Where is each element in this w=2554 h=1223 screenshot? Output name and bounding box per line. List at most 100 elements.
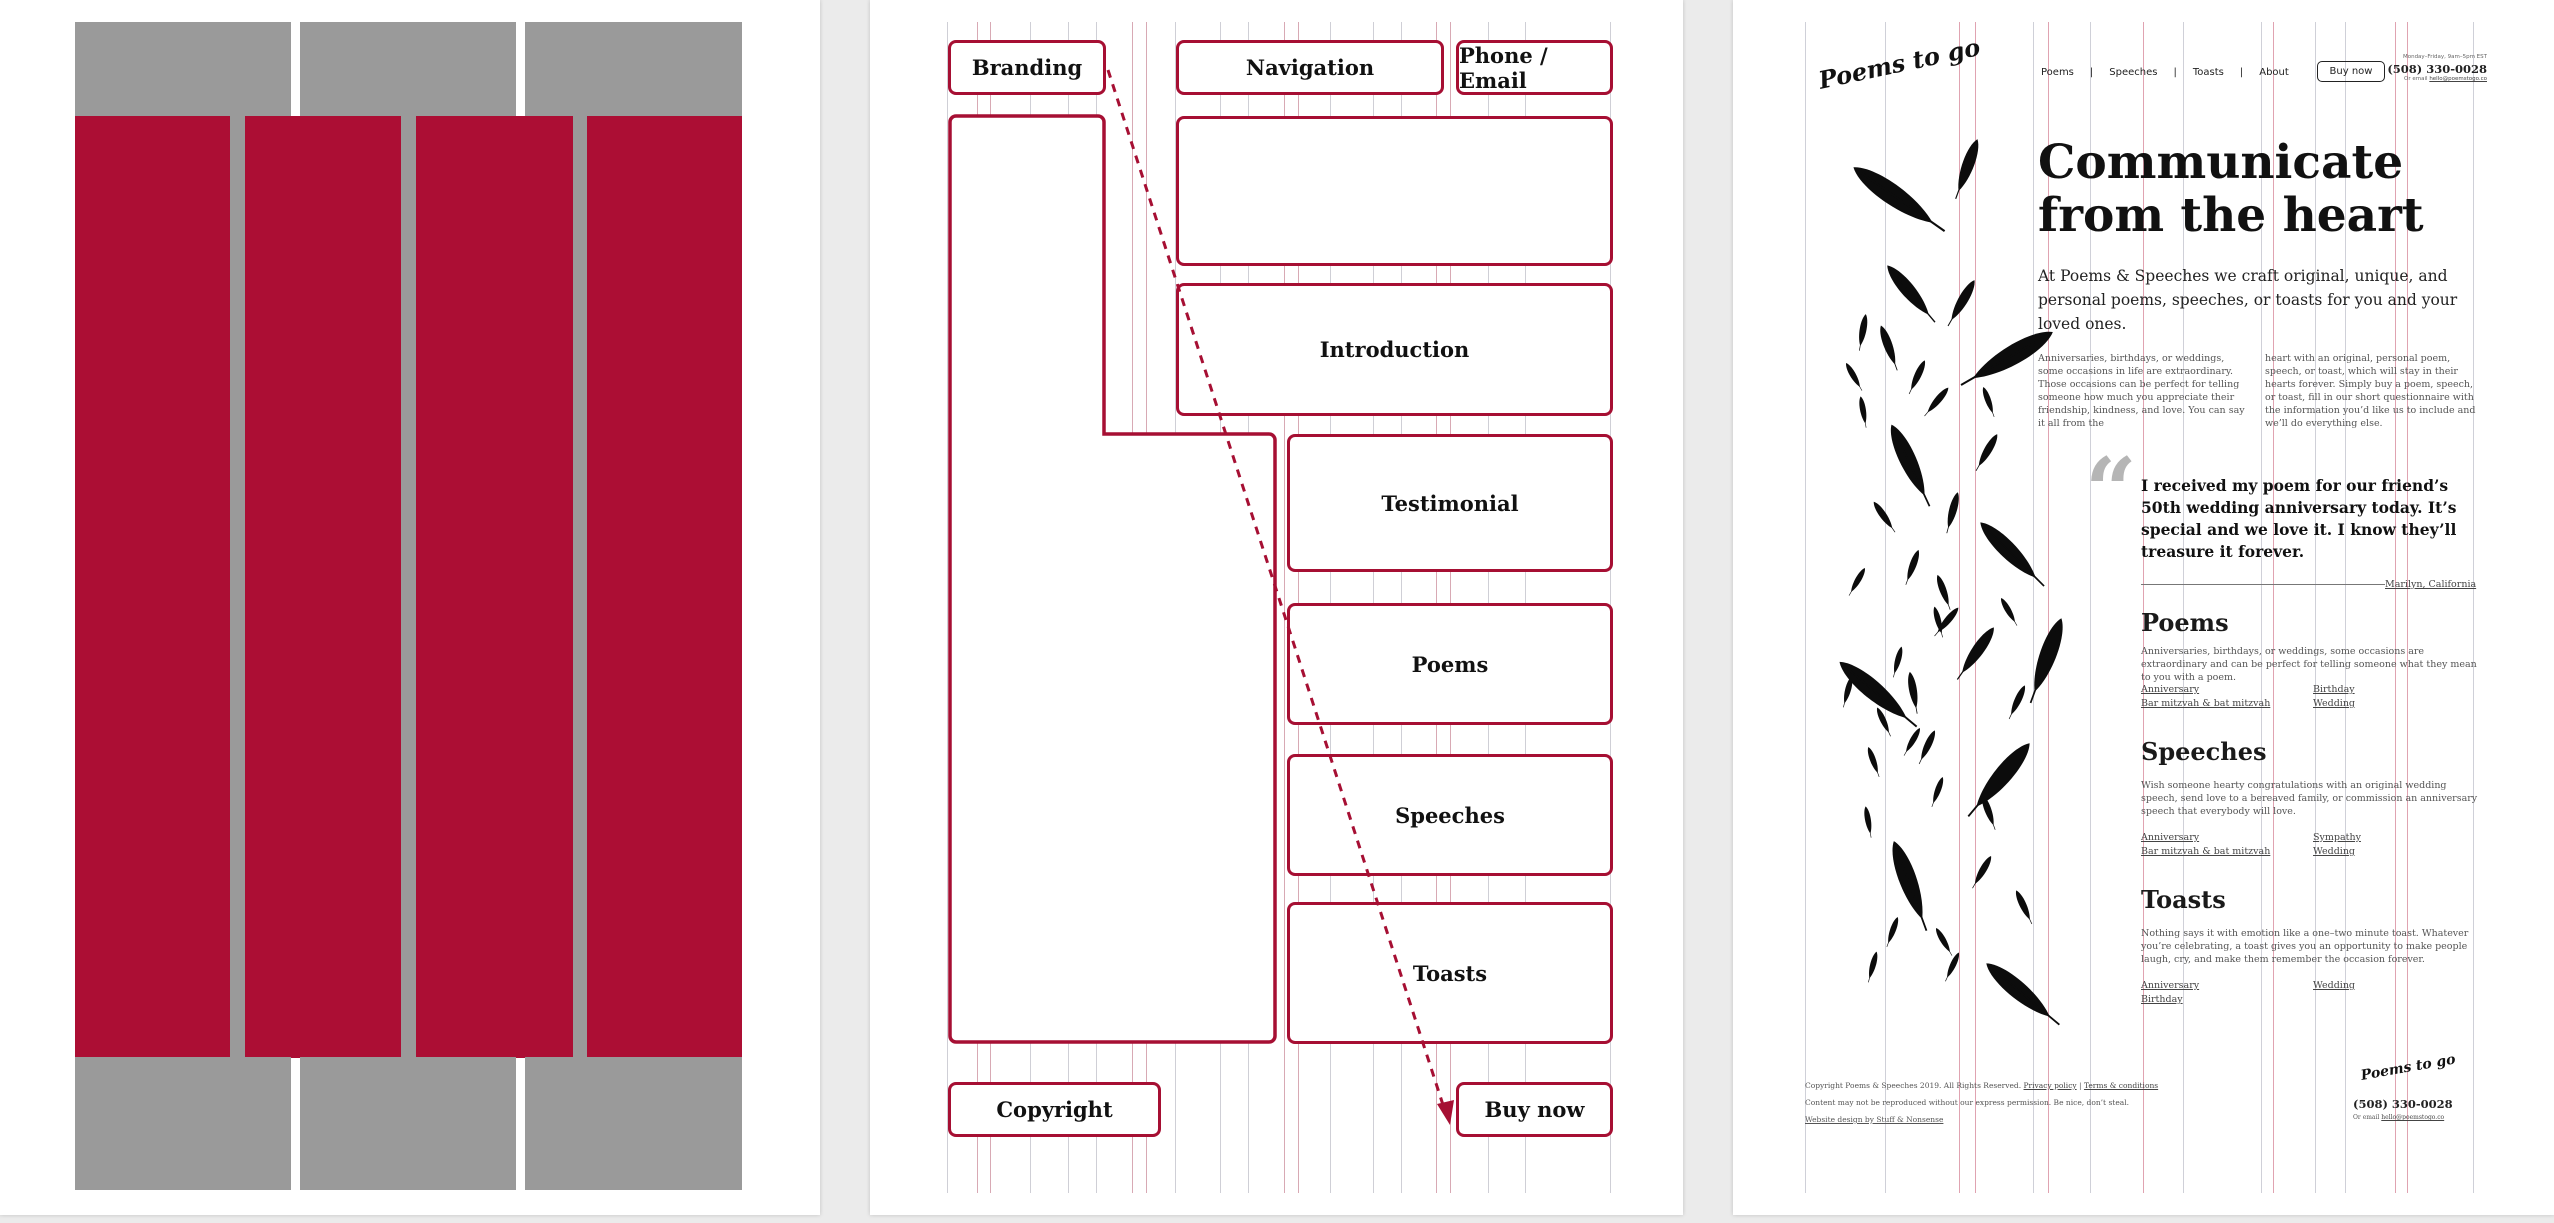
buy-now-button[interactable]: Buy now <box>2317 61 2385 82</box>
nav-item-poems[interactable]: Poems <box>2041 67 2074 78</box>
testimonial-label: Testimonial <box>1381 490 1519 516</box>
feather-icon <box>1933 926 1953 956</box>
feather-icon <box>1930 776 1946 808</box>
intro-column-1: Anniversaries, birthdays, or weddings, s… <box>2038 353 2245 429</box>
hero-title: Communicate from the heart <box>2038 136 2424 242</box>
feather-icon <box>1876 324 1900 371</box>
arrow-icon <box>1106 69 1454 1125</box>
toasts-link[interactable]: Wedding <box>2313 980 2356 991</box>
grid-bottom-block-2 <box>300 1057 516 1190</box>
nav-item-about[interactable]: About <box>2259 67 2289 78</box>
privacy-policy-link[interactable]: Privacy policy <box>2023 1081 2077 1090</box>
nav-item-toasts[interactable]: Toasts <box>2192 67 2224 78</box>
buy-now-label: Buy now <box>1484 1097 1585 1122</box>
poems-text: Anniversaries, birthdays, or weddings, s… <box>2141 646 2477 683</box>
header-contact: Monday–Friday, 9am–5pm EST (508) 330-002… <box>2375 54 2487 82</box>
intro-column-2: heart with an original, personal poem, s… <box>2265 353 2476 429</box>
toasts-link[interactable]: Anniversary <box>2141 980 2200 991</box>
feather-icon <box>1905 671 1921 714</box>
grid-column-4 <box>587 116 742 1058</box>
guide-line <box>1885 22 1886 1193</box>
nav-item-speeches[interactable]: Speeches <box>2109 67 2158 78</box>
feather-icon <box>1956 624 1999 680</box>
speeches-label: Speeches <box>1395 802 1505 828</box>
design-credit-link[interactable]: Website design by Stuff & Nonsense <box>1805 1115 1944 1124</box>
speeches-link[interactable]: Bar mitzvah & bat mitzvah <box>2141 846 2271 857</box>
hero-title-line-2: from the heart <box>2038 188 2424 243</box>
guide-line <box>947 22 948 1193</box>
feather-icon <box>2008 683 2028 720</box>
hero-lead: At Poems & Speeches we craft original, u… <box>2038 267 2458 333</box>
terms-link[interactable]: Terms & conditions <box>2083 1081 2159 1090</box>
wireframe-panel: Branding Navigation Phone / Email Introd… <box>870 0 1683 1215</box>
guide-line <box>2048 22 2049 1193</box>
main-nav: Poems | Speeches | Toasts | About <box>2041 67 2289 78</box>
feather-icon <box>1841 675 1855 708</box>
branding-label: Branding <box>971 55 1083 80</box>
nav-separator: | <box>2089 67 2094 78</box>
grid-column-1 <box>75 116 230 1058</box>
footer-email-link[interactable]: hello@poemstogo.co <box>2381 1114 2445 1121</box>
feather-icon <box>1931 605 1945 638</box>
feather-icon <box>1979 793 1997 830</box>
feather-icon <box>1934 573 1952 610</box>
feather-icon <box>1908 358 1928 395</box>
speeches-link[interactable]: Wedding <box>2313 846 2356 857</box>
feather-icon <box>2013 888 2033 925</box>
header-phone[interactable]: (508) 330-0028 <box>2387 62 2487 76</box>
guide-line <box>2395 22 2396 1193</box>
poems-link[interactable]: Wedding <box>2313 698 2356 709</box>
testimonial-box: Testimonial <box>1287 434 1613 572</box>
introduction-box: Introduction <box>1176 283 1613 416</box>
guide-line <box>2273 22 2274 1193</box>
header-email-link[interactable]: hello@poemstogo.co <box>2429 76 2487 82</box>
toasts-text: Nothing says it with emotion like a one–… <box>2141 928 2469 965</box>
footer-phone[interactable]: (508) 330-0028 <box>2353 1097 2453 1111</box>
feather-icon <box>1866 950 1880 983</box>
navigation-box: Navigation <box>1176 40 1444 95</box>
grid-bottom-block-1 <box>75 1057 291 1190</box>
nav-separator: | <box>2239 67 2244 78</box>
guide-line <box>2143 22 2144 1193</box>
speeches-link[interactable]: Anniversary <box>2141 832 2200 843</box>
speeches-heading: Speeches <box>2141 737 2267 766</box>
footer-email-line: Or email hello@poemstogo.co <box>2353 1114 2444 1121</box>
grid-top-block-1 <box>75 22 291 118</box>
footer-copyright: Copyright Poems & Speeches 2019. All Rig… <box>1805 1081 2022 1090</box>
feather-icon <box>1934 605 1961 637</box>
grid-column-2 <box>245 116 401 1058</box>
poems-link[interactable]: Anniversary <box>2141 684 2200 695</box>
guide-line <box>2473 22 2474 1193</box>
footer-separator: | <box>2079 1081 2082 1090</box>
grid-panel <box>0 0 820 1215</box>
guide-line <box>2033 22 2034 1193</box>
email-prefix: Or email <box>2404 76 2428 82</box>
feather-icon <box>1924 385 1951 417</box>
feather-icon <box>1974 516 2045 587</box>
phone-email-box: Phone / Email <box>1456 40 1613 95</box>
toasts-link[interactable]: Birthday <box>2141 994 2183 1005</box>
speeches-link[interactable]: Sympathy <box>2313 832 2361 843</box>
guide-line <box>2407 22 2408 1193</box>
feather-icon <box>1971 854 1995 889</box>
guide-line <box>1975 22 1976 1193</box>
feather-icon <box>1904 548 1922 585</box>
feather-icon <box>1885 916 1901 948</box>
feather-icon <box>1883 421 1933 507</box>
guide-line <box>2183 22 2184 1193</box>
feather-icon <box>1865 746 1881 778</box>
feather-icon <box>1848 566 1868 596</box>
feather-icon <box>1944 491 1962 534</box>
navigation-label: Navigation <box>1245 55 1375 80</box>
guide-line <box>2345 22 2346 1193</box>
guide-line <box>2261 22 2262 1193</box>
feather-icon <box>1856 313 1870 351</box>
poems-link[interactable]: Bar mitzvah & bat mitzvah <box>2141 698 2271 709</box>
guide-line <box>2315 22 2316 1193</box>
guide-line <box>1284 22 1285 1193</box>
testimonial-quote: I received my poem for our friend’s 50th… <box>2141 476 2457 561</box>
hero-title-line-1: Communicate <box>2038 135 2404 190</box>
email-prefix: Or email <box>2353 1114 2380 1121</box>
toasts-box: Toasts <box>1287 902 1613 1044</box>
poems-link[interactable]: Birthday <box>2313 684 2355 695</box>
